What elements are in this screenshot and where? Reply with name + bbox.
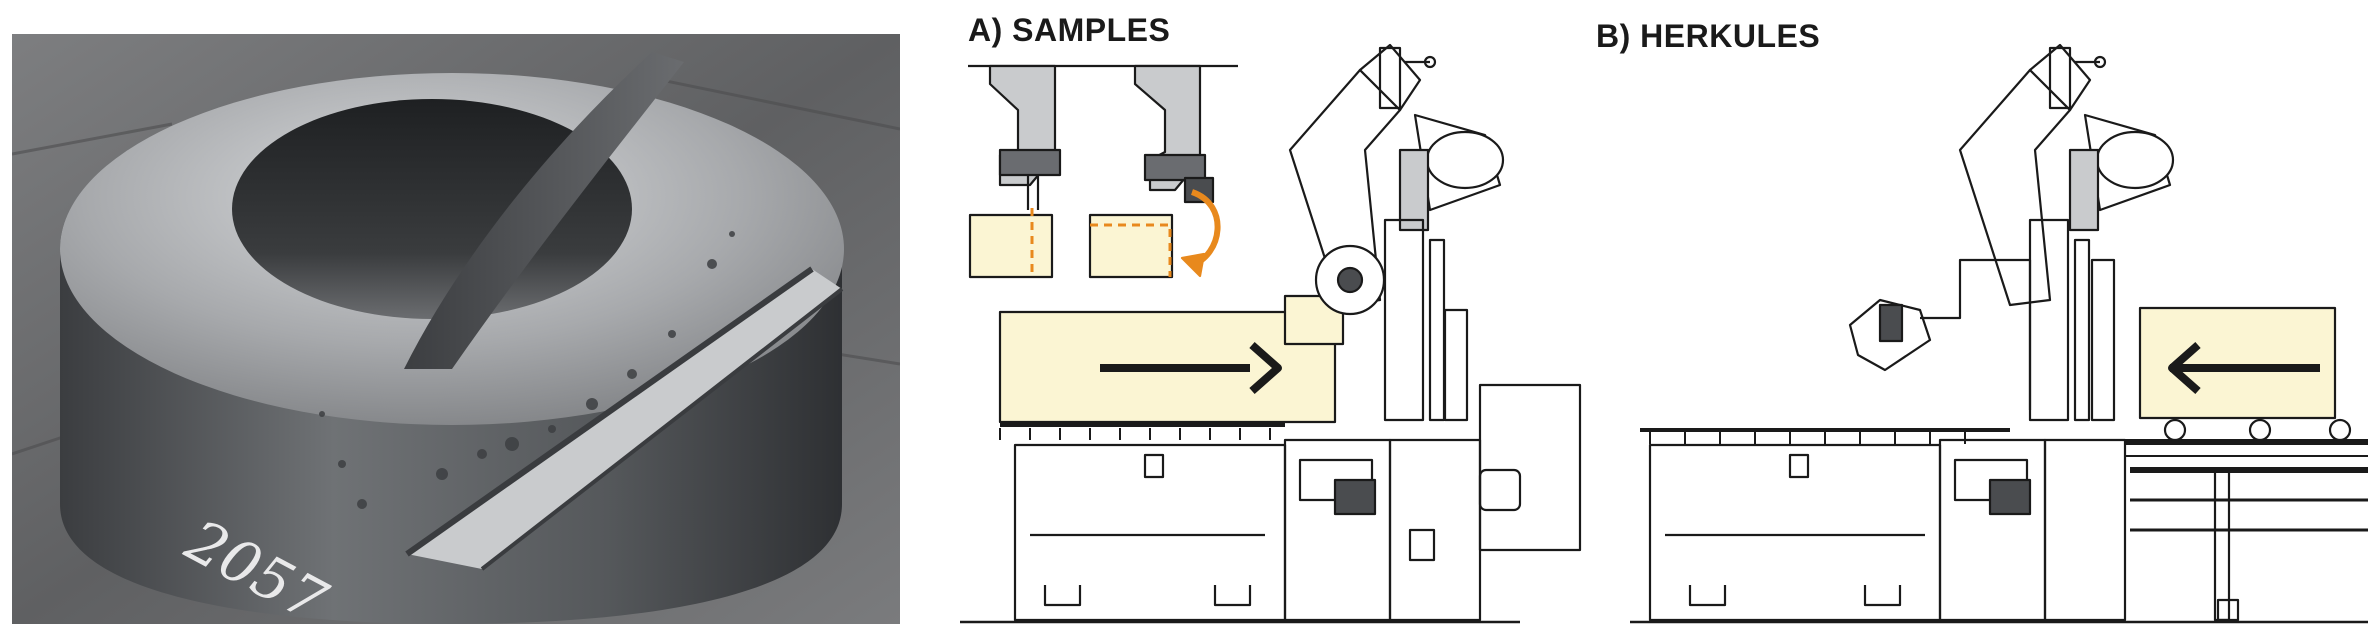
column-b bbox=[2028, 218, 2070, 422]
inset-block-1 bbox=[968, 213, 1054, 279]
photo-svg: 2057 bbox=[12, 34, 900, 624]
column-a bbox=[1383, 218, 1425, 422]
ring-bore bbox=[232, 99, 632, 319]
rollers-b bbox=[1649, 432, 1966, 444]
rollers-a bbox=[999, 428, 1271, 440]
inset-block-2 bbox=[1088, 213, 1174, 279]
side-gripper-b bbox=[1848, 258, 2032, 410]
base-cabinet-a bbox=[1013, 443, 1287, 622]
panel-b-title: B) HERKULES bbox=[1596, 18, 1821, 54]
photo-cut-ring: 2057 bbox=[12, 34, 900, 624]
control-cabinet-a bbox=[1478, 383, 1582, 552]
saw-head-b bbox=[1958, 43, 2175, 307]
cut-slice bbox=[404, 52, 684, 369]
base-cabinet-b bbox=[1648, 443, 1942, 622]
panel-b-diagram bbox=[1630, 43, 2368, 624]
saw-head-a bbox=[1288, 43, 1505, 316]
panel-a-title: A) SAMPLES bbox=[968, 12, 1171, 48]
inset-gripper-1 bbox=[988, 64, 1062, 210]
metal-chips bbox=[319, 231, 735, 509]
panel-a-diagram bbox=[960, 43, 1582, 624]
workpiece-b bbox=[2138, 306, 2337, 420]
inset-gripper-2 bbox=[1133, 64, 1215, 204]
cut-groove bbox=[407, 269, 842, 569]
infeed-conveyor-b bbox=[2125, 418, 2368, 622]
